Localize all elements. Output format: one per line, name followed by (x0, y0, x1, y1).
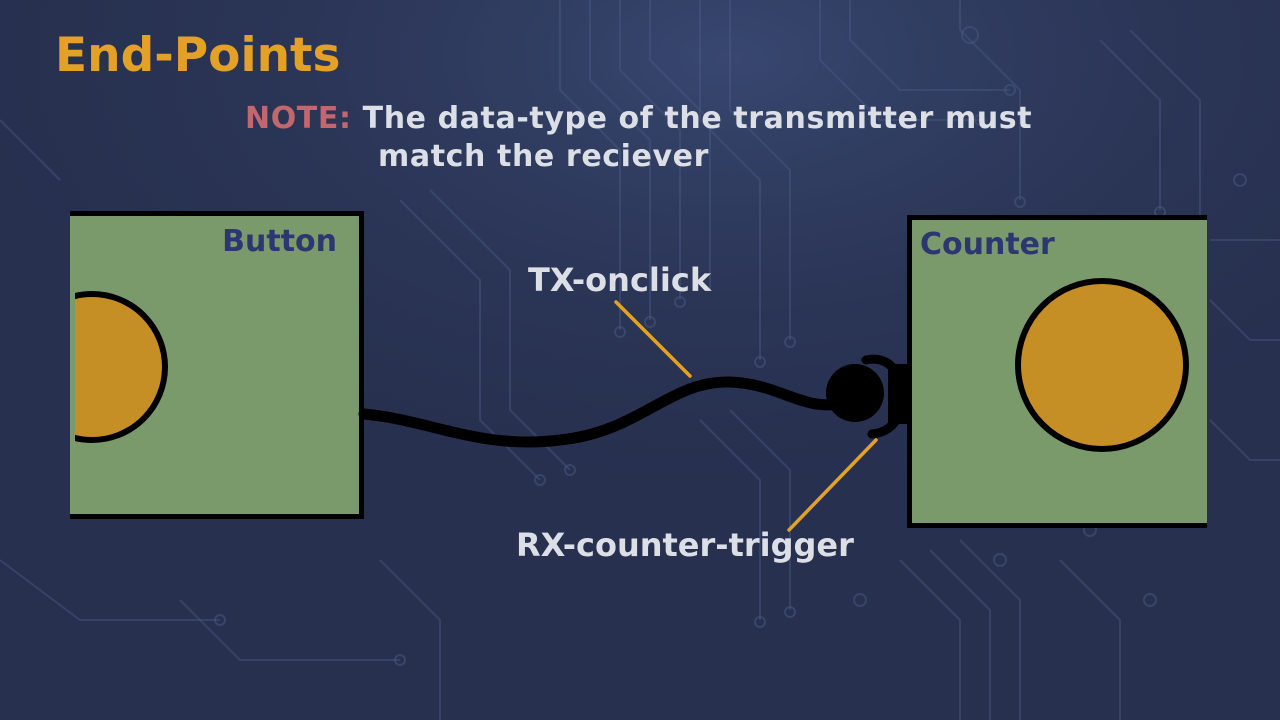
note-line-1: The data-type of the transmitter must (362, 101, 1033, 136)
tx-leader-line (614, 300, 692, 378)
rx-label: RX-counter-trigger (516, 526, 854, 564)
signal-wire (358, 376, 846, 448)
rx-leader-line (787, 438, 878, 532)
counter-node-label: Counter (920, 227, 1055, 262)
note-line-2: match the reciever (378, 139, 709, 174)
button-node-label: Button (222, 224, 337, 259)
socket-stub (888, 364, 910, 424)
note-label: NOTE: (245, 101, 352, 136)
tx-label: TX-onclick (528, 261, 712, 299)
transmitter-plug (826, 364, 884, 422)
page-title: End-Points (55, 28, 341, 83)
note-text: NOTE: The data-type of the transmitter m… (245, 100, 1105, 176)
counter-port (1015, 278, 1189, 452)
button-port (75, 291, 168, 443)
